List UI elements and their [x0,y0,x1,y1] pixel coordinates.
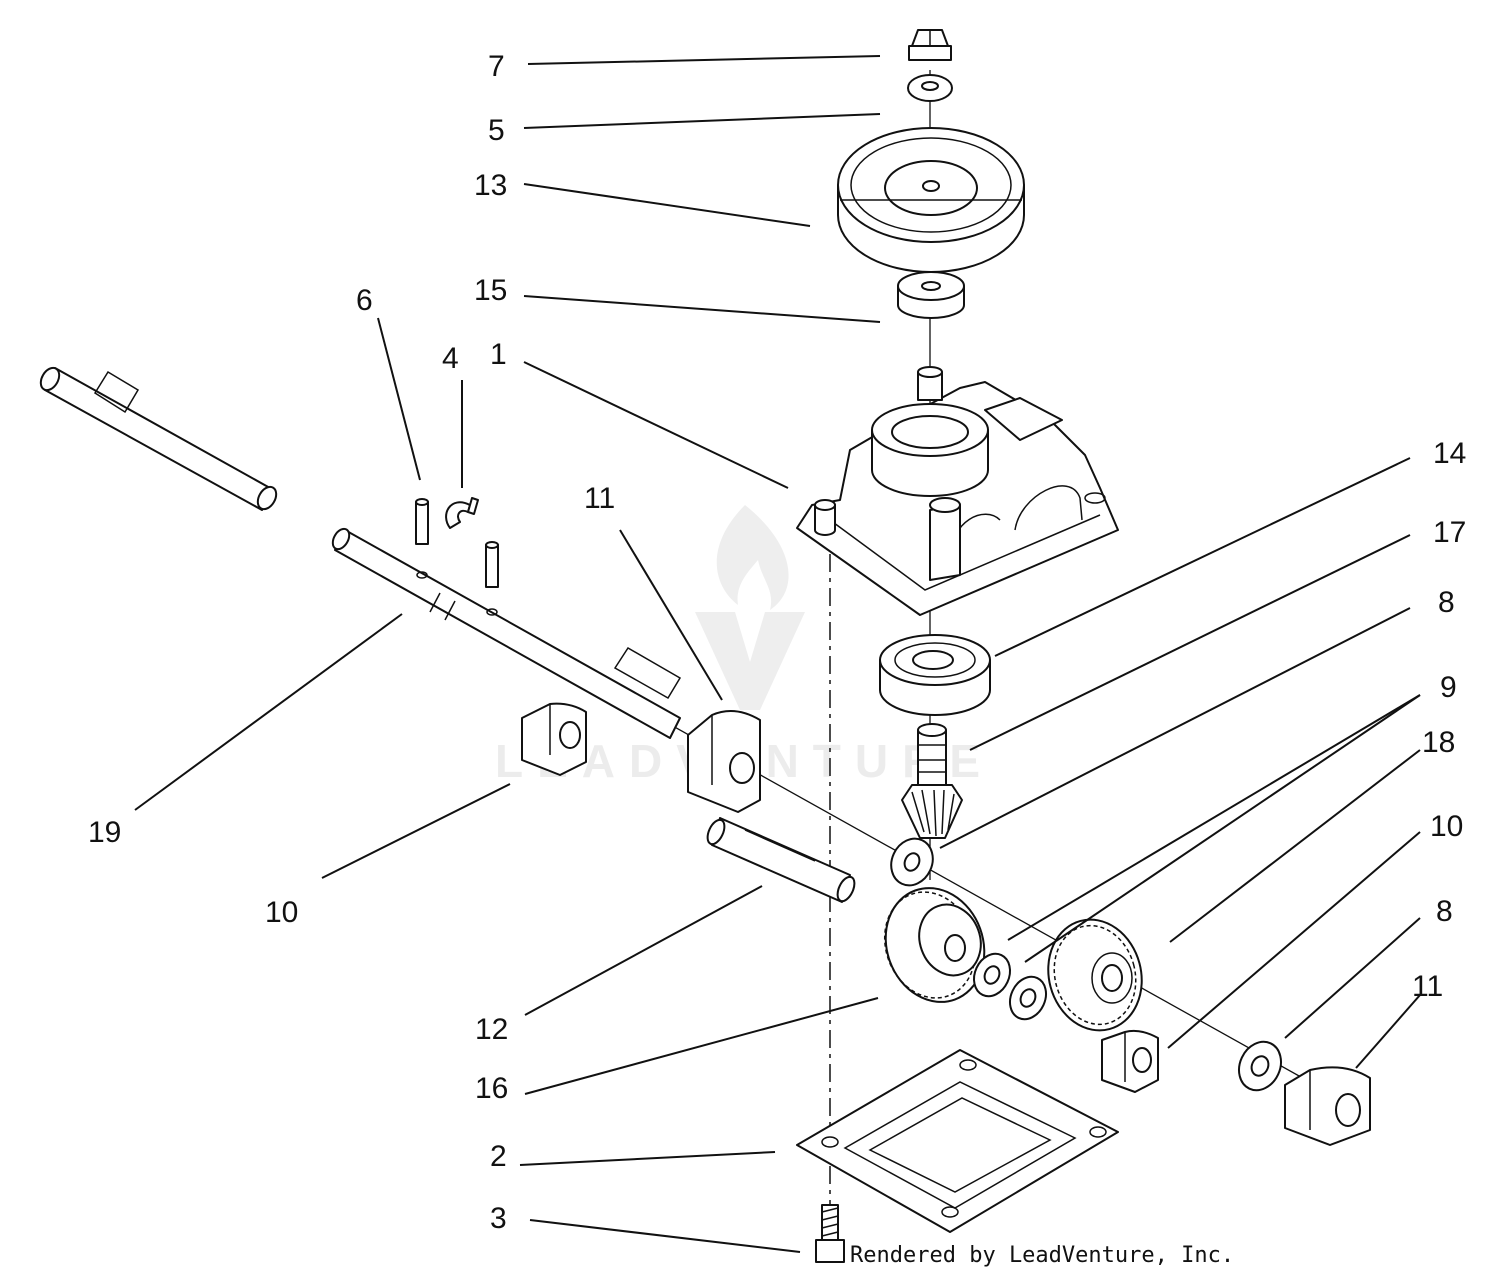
callout-4: 4 [442,342,459,375]
callout-labels: 7 5 13 15 6 4 1 14 17 8 11 9 18 10 19 10… [88,50,1466,1235]
render-credit: Rendered by LeadVenture, Inc. [850,1243,1234,1268]
part-2-cover-plate [796,1049,1119,1233]
callout-6: 6 [356,284,373,317]
callout-9: 9 [1440,671,1457,704]
leader-16 [524,997,879,1095]
callout-10-left: 10 [265,896,298,929]
callout-17: 17 [1433,516,1466,549]
callout-1: 1 [490,338,507,371]
leader-1 [523,361,789,489]
callout-18: 18 [1422,726,1455,759]
leader-5 [523,113,881,129]
leader-17 [969,534,1411,751]
part-10-bushing-left [521,702,587,776]
leader-9-a [1007,694,1421,941]
part-3-screw [815,1204,845,1263]
leader-19 [134,613,403,811]
callout-3: 3 [490,1202,507,1235]
part-17-pinion [901,723,963,839]
part-5-washer [907,74,953,102]
leader-12 [524,885,763,1016]
part-10-bushing-right [1101,1029,1159,1093]
callout-10-right: 10 [1430,810,1463,843]
callout-5: 5 [488,114,505,147]
leader-8-lower [1284,917,1421,1039]
main-axle-shaft [331,527,682,739]
leader-9-b [1024,694,1421,963]
part-16-large-gear [883,887,986,1003]
callout-8-lower: 8 [1436,895,1453,928]
leader-14 [994,457,1411,657]
callout-11-lower: 11 [1412,970,1443,1003]
leader-7 [527,55,881,65]
callout-15: 15 [474,274,507,307]
callout-13: 13 [474,169,507,202]
leader-6 [377,317,421,481]
callout-16: 16 [475,1072,508,1105]
leader-lines [134,55,1421,1253]
callout-7: 7 [488,50,505,83]
part-8-washer-upper [890,837,934,887]
part-6-roll-pin-b [485,541,499,616]
leader-10-left [321,783,511,879]
callout-19: 19 [88,816,121,849]
part-14-bearing [879,634,991,716]
part-11-bushing-lower [1284,1066,1371,1146]
part-13-pulley [837,127,1025,273]
leader-13 [523,183,811,227]
part-12-cross-shaft [706,817,856,903]
part-9-washer-a [973,952,1011,998]
callout-2: 2 [490,1140,507,1173]
leader-11-lower [1355,994,1421,1069]
part-6-roll-pin-a [415,498,429,579]
leader-3 [529,1219,801,1253]
part-9-washer-b [1009,975,1047,1021]
part-11-bushing-upper [687,710,761,813]
part-4-e-clip [445,497,479,529]
part-7-flange-nut [908,29,952,61]
callout-14: 14 [1433,437,1466,470]
callout-11-upper: 11 [584,482,615,515]
leader-10-right [1167,831,1421,1049]
part-15-spacer [897,271,965,319]
callout-8-upper: 8 [1438,586,1455,619]
leader-18 [1169,749,1421,943]
leader-11-upper [619,529,723,701]
leader-8-upper [939,607,1411,849]
part-18-spur-gear [1047,918,1143,1032]
leader-2 [519,1151,776,1166]
leader-15 [523,295,881,323]
callout-12: 12 [475,1013,508,1046]
part-1-gear-case [796,366,1119,616]
part-8-washer-lower [1238,1040,1282,1092]
part-19-shaft [39,366,278,511]
